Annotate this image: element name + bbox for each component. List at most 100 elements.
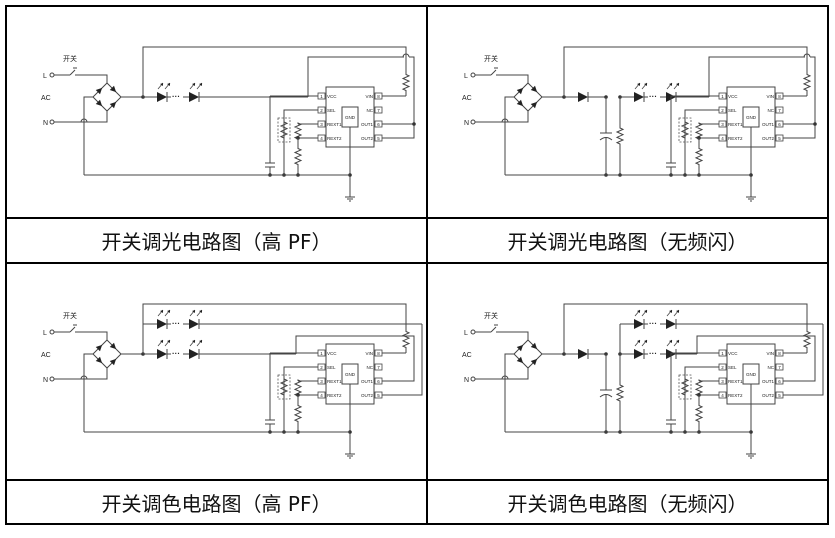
line-terminal-label: L — [464, 73, 468, 80]
caption: 开关调光电路图（无频闪） — [507, 230, 748, 254]
ac-label: AC — [41, 352, 51, 359]
terminal-icon — [470, 329, 476, 335]
diode-triangle — [634, 92, 644, 102]
bridge-rectifier-icon — [513, 82, 543, 112]
pin-box — [775, 363, 784, 371]
pin-number: 6 — [778, 122, 781, 127]
pin-name: NC — [367, 108, 374, 113]
switch-label: 开关 — [484, 311, 498, 320]
pin-number: 8 — [778, 351, 781, 356]
ellipsis: ··· — [172, 349, 180, 358]
pin-number: 5 — [778, 136, 781, 141]
ellipsis: ··· — [649, 349, 657, 358]
resistor-icon — [615, 97, 625, 175]
led-icon — [634, 339, 648, 359]
bridge-diode — [109, 101, 117, 109]
pin-name: OUT2 — [762, 393, 774, 398]
resistor-icon — [293, 138, 303, 175]
capacitor-icon — [666, 155, 676, 175]
caption: 开关调色电路图（高 PF） — [101, 491, 332, 516]
resistor-zigzag — [802, 326, 812, 353]
arrow-head — [637, 83, 640, 86]
wire — [75, 74, 108, 83]
pin-number: 2 — [320, 365, 323, 370]
led-icon — [666, 82, 680, 102]
wire — [508, 368, 529, 380]
wire — [684, 109, 719, 175]
ellipsis: ··· — [172, 319, 180, 328]
column-divider — [426, 7, 428, 523]
wire — [382, 56, 415, 139]
arrow-head — [669, 83, 672, 86]
resistor-icon — [279, 121, 289, 139]
pin-name: REXT2 — [728, 393, 743, 398]
terminal-icon — [470, 72, 476, 78]
resistor-zigzag — [680, 378, 690, 396]
pin-name: REXT1 — [327, 122, 342, 127]
pin-number: 4 — [320, 393, 323, 398]
pin-name: REXT2 — [327, 393, 342, 398]
diode-triangle — [666, 319, 676, 329]
capacitor-icon — [265, 155, 275, 175]
pin-number: 4 — [721, 136, 724, 141]
wire — [684, 366, 719, 432]
pin-name: VCC — [728, 351, 738, 356]
line-terminal-label: L — [464, 330, 468, 337]
wire — [83, 353, 93, 432]
wire — [504, 353, 514, 432]
caption: 开关调光电路图（高 PF） — [101, 230, 332, 254]
pin-name: REXT1 — [327, 379, 342, 384]
arrow-head — [160, 340, 163, 343]
terminal-icon — [470, 376, 476, 382]
terminal-icon — [49, 119, 55, 125]
arrow-head — [669, 340, 672, 343]
wire — [142, 46, 407, 97]
wire — [83, 96, 93, 175]
switch-icon — [69, 326, 76, 333]
pin-name: NC — [367, 365, 374, 370]
diode-triangle — [578, 92, 588, 102]
pin-number: 4 — [721, 393, 724, 398]
pin-name: OUT1 — [361, 379, 373, 384]
cap-plate-curved — [599, 394, 613, 398]
pin-name: VIN — [766, 94, 774, 99]
pin-name: VCC — [327, 351, 337, 356]
junction-dot — [813, 122, 817, 126]
wire-crossover — [402, 53, 410, 58]
diode-triangle — [157, 319, 167, 329]
pin-box — [374, 363, 383, 371]
arrow-head — [192, 310, 195, 313]
resistor-zigzag — [694, 395, 704, 432]
pin-name: REXT2 — [728, 136, 743, 141]
caption: 开关调色电路图（无频闪） — [507, 491, 748, 516]
junction-dot — [412, 122, 416, 126]
resistor-zigzag — [401, 326, 411, 353]
gnd-label: GND — [345, 115, 356, 120]
ac-label: AC — [462, 352, 472, 359]
pin-number: 2 — [320, 108, 323, 113]
ellipsis: ··· — [172, 92, 180, 101]
pin-number: 3 — [721, 379, 724, 384]
bridge-diode — [95, 87, 103, 95]
row-divider — [7, 262, 827, 264]
arrow-head — [167, 310, 170, 313]
pin-name: OUT1 — [762, 122, 774, 127]
junction-dot — [749, 430, 753, 434]
pin-name: VIN — [365, 351, 373, 356]
switch-icon — [490, 69, 497, 76]
switch-label: 开关 — [484, 54, 498, 63]
resistor-icon — [293, 395, 303, 432]
wire — [508, 111, 529, 123]
resistor-zigzag — [694, 138, 704, 175]
ground-icon — [345, 453, 355, 459]
optional-resistor-box — [678, 374, 692, 400]
gnd-label: GND — [746, 372, 757, 377]
pin-name: NC — [768, 365, 775, 370]
pin-name: SEL — [327, 365, 336, 370]
switch-icon — [490, 326, 497, 333]
